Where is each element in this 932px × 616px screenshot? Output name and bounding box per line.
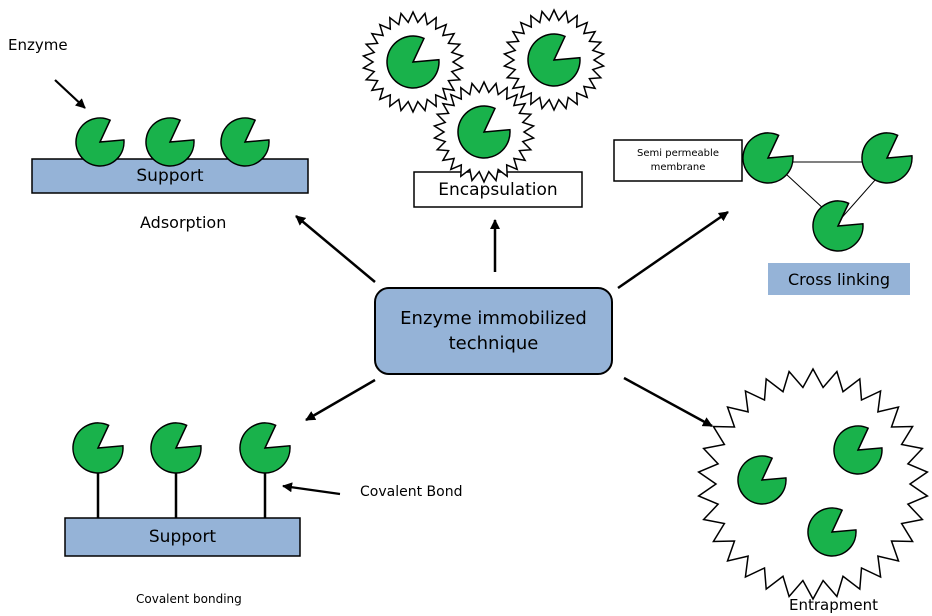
enzyme-icon <box>457 105 511 159</box>
enzyme-icon <box>737 455 787 505</box>
entrapment-matrix <box>697 367 929 601</box>
adsorption-caption: Adsorption <box>140 213 227 232</box>
enzyme-pointer-arrow <box>54 79 86 109</box>
enzyme-label: Enzyme <box>8 36 68 54</box>
covalent-bonding-caption: Covalent bonding <box>136 592 242 606</box>
center-box <box>374 287 613 375</box>
enzyme-icon <box>239 422 291 474</box>
enzyme-icon <box>527 33 581 87</box>
arrow-to-covalent-bonding <box>305 378 376 422</box>
encapsulation-caption: Encapsulation <box>438 179 558 200</box>
covalent-support-label: Support <box>148 527 217 547</box>
covalent-support <box>64 517 301 557</box>
membrane-box <box>613 139 743 182</box>
arrow-to-entrapment <box>623 376 713 428</box>
enzyme-icon <box>807 507 857 557</box>
enzyme-icon <box>220 117 270 167</box>
enzyme-icon <box>75 117 125 167</box>
membrane-label-line2: membrane <box>650 161 706 173</box>
arrow-to-cross-linking <box>617 210 729 290</box>
center-label: Enzyme immobilized technique <box>375 288 612 374</box>
arrow-to-adsorption <box>295 215 376 283</box>
enzyme-icon <box>812 200 864 252</box>
cross-link-lines <box>771 161 893 223</box>
enzyme-icon <box>150 422 202 474</box>
enzyme-icon <box>386 35 440 89</box>
covalent-bond-pointer-arrow <box>282 482 341 496</box>
cross-linking-label-box <box>768 263 910 295</box>
membrane-label-line1: Semi permeable <box>637 147 719 159</box>
adsorption-support-label: Support <box>136 166 204 186</box>
enzyme-icon <box>742 132 794 184</box>
cross-linking-caption: Cross linking <box>788 269 890 289</box>
center-label-line1: Enzyme immobilized <box>400 308 587 329</box>
enzyme-icon <box>72 422 124 474</box>
center-label-line2: technique <box>448 333 539 354</box>
covalent-bond-label: Covalent Bond <box>360 484 463 500</box>
enzyme-icon <box>833 425 883 475</box>
membrane-label: Semi permeable membrane <box>614 140 742 181</box>
enzyme-icon <box>861 132 913 184</box>
entrapment-caption: Entrapment <box>789 596 878 614</box>
enzyme-icon <box>145 117 195 167</box>
